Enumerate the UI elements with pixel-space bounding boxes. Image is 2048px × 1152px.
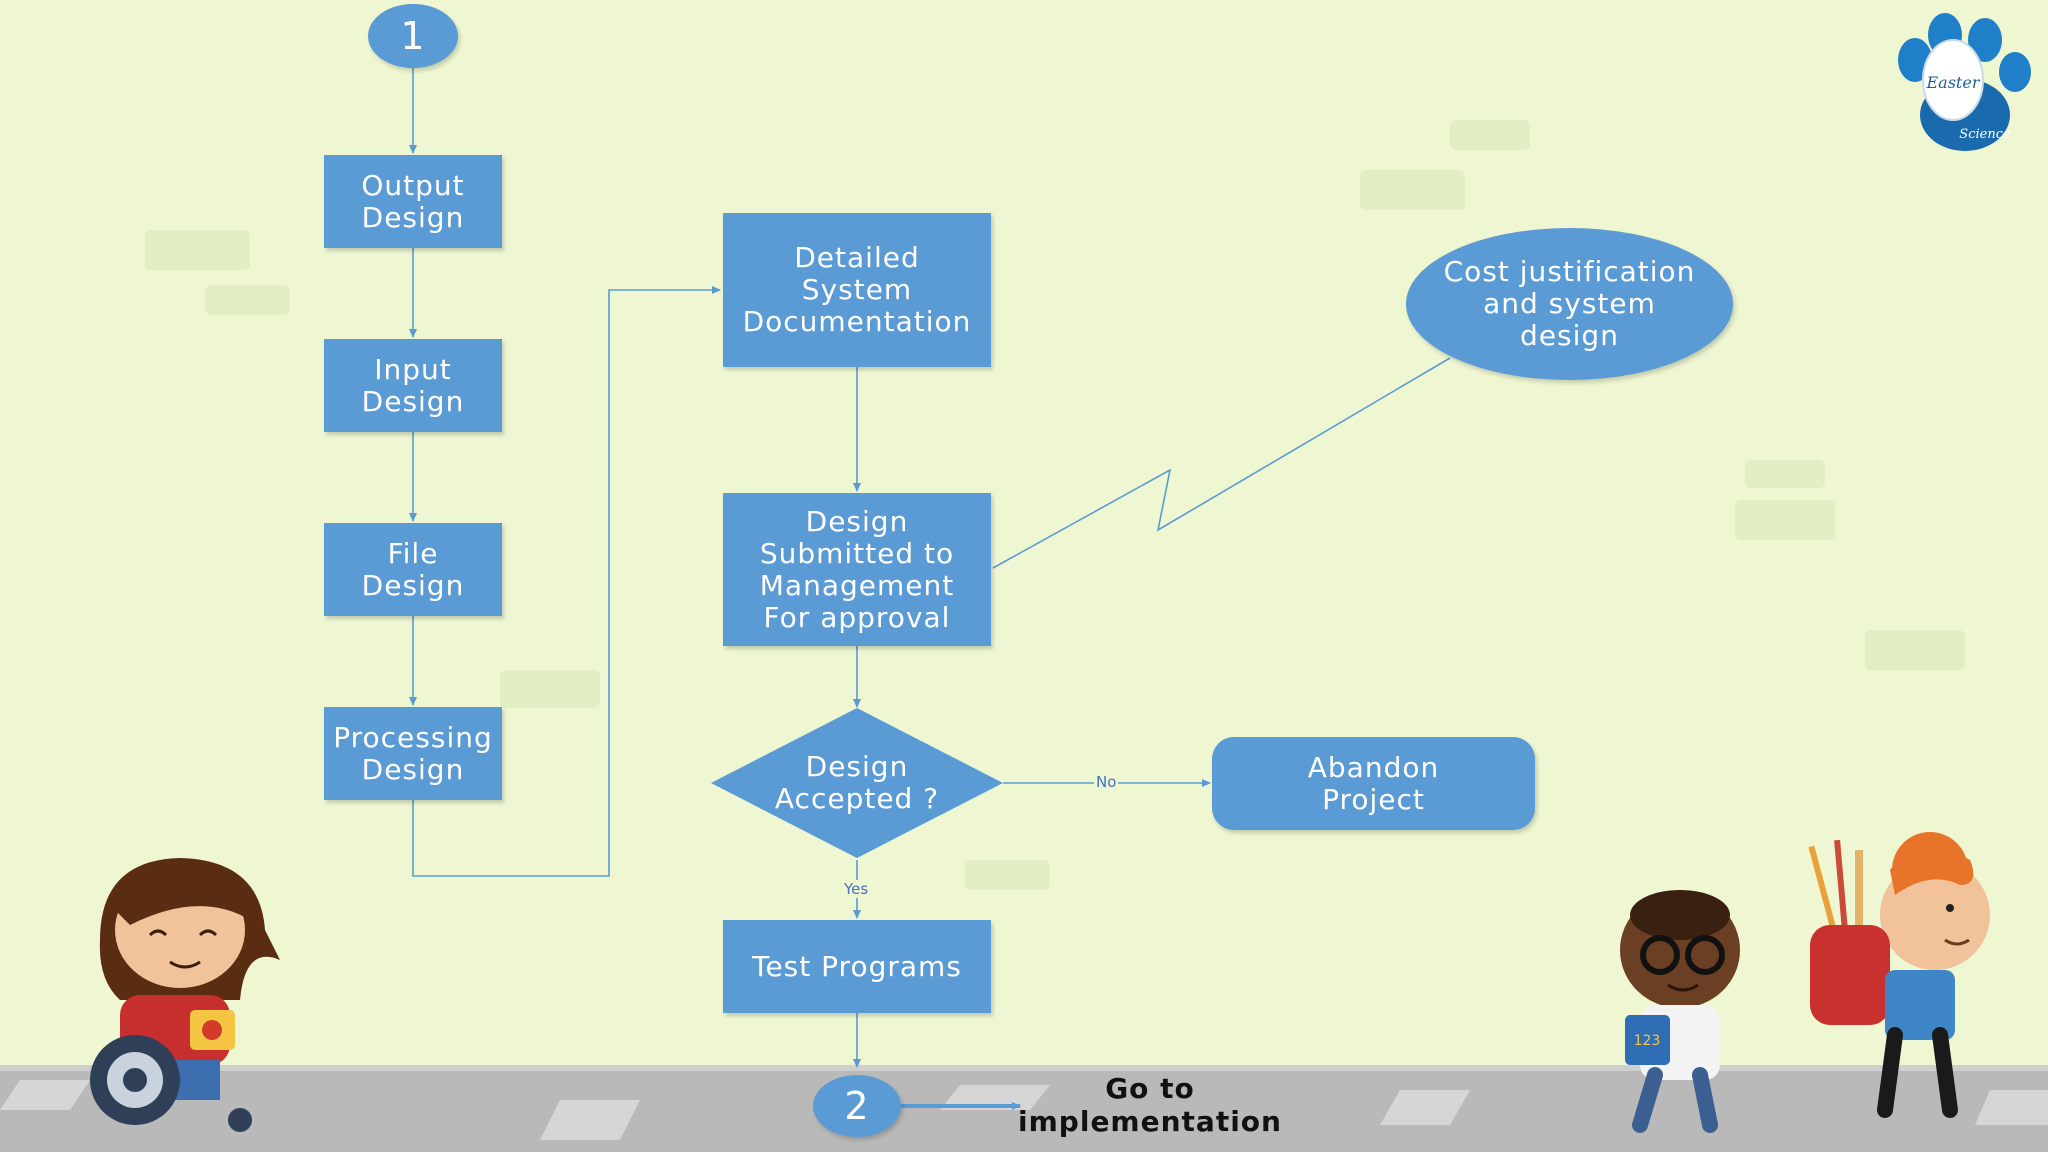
end-connector: 2	[813, 1075, 901, 1137]
file-design-box: File Design	[324, 523, 502, 616]
design-accepted-decision: Design Accepted ?	[774, 750, 940, 815]
test-programs-box: Test Programs	[723, 920, 991, 1013]
wall-patch	[965, 860, 1050, 890]
wall-patch	[1360, 170, 1465, 210]
svg-text:Science: Science	[1959, 127, 2011, 142]
wall-patch	[1745, 460, 1825, 488]
output-design-box: Output Design	[324, 155, 502, 248]
goto-implementation-text: Go to implementation	[1018, 1072, 1282, 1138]
svg-text:123: 123	[1634, 1033, 1661, 1049]
design-submitted-box: Design Submitted to Management For appro…	[723, 493, 991, 646]
abandon-project-box: Abandon Project	[1212, 737, 1535, 830]
boy-backpack-illustration	[1808, 832, 1990, 1118]
wall-patch	[205, 285, 290, 315]
wall-patch	[1450, 120, 1530, 150]
paw-logo-icon: Easter Science	[1898, 13, 2031, 151]
yes-label: Yes	[842, 880, 871, 898]
girl-wheelchair-illustration	[90, 858, 280, 1132]
cost-justification-oval: Cost justification and system design	[1406, 228, 1733, 380]
input-design-box: Input Design	[324, 339, 502, 432]
no-label: No	[1094, 773, 1119, 791]
start-connector: 1	[368, 4, 458, 68]
wall-patch	[145, 230, 250, 270]
wall-patch	[1865, 630, 1965, 670]
boy-glasses-illustration: 123	[1620, 890, 1740, 1133]
detailed-documentation-box: Detailed System Documentation	[723, 213, 991, 367]
wall-patch	[500, 670, 600, 708]
processing-design-box: Processing Design	[324, 707, 502, 800]
svg-text:Easter: Easter	[1926, 73, 1981, 92]
wall-patch	[1735, 500, 1835, 540]
